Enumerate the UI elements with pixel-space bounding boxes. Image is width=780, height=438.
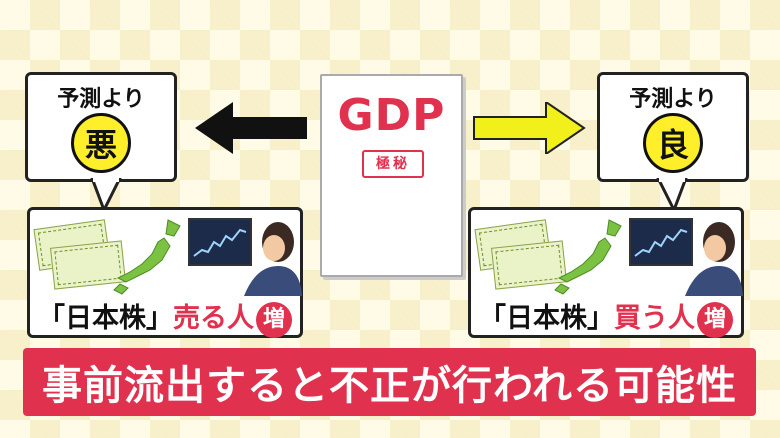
stock-monitor-icon (629, 218, 693, 266)
buy-caption-prefix: 「日本株」 (479, 303, 614, 334)
japan-map-icon (113, 219, 181, 295)
left-arrow-icon (195, 102, 307, 154)
forecast-better-box: 予測より 良 (597, 72, 749, 182)
document-title: GDP (337, 90, 446, 141)
forecast-better-heading: 予測より (629, 87, 717, 112)
right-speech-tail (656, 178, 688, 212)
worse-circle: 悪 (71, 113, 131, 173)
trader-person-icon (244, 222, 302, 296)
increase-badge: 増 (697, 301, 733, 338)
right-arrow-icon (473, 102, 586, 154)
banner-text: 事前流出すると不正が行われる可能性 (42, 363, 737, 409)
sell-caption-action: 売る人 (173, 303, 254, 334)
japan-map-icon (554, 219, 622, 295)
buy-caption: 「日本株」買う人増 (479, 296, 733, 338)
buy-scene-box: 「日本株」買う人増 (468, 207, 744, 338)
left-speech-tail (90, 178, 122, 212)
increase-badge: 増 (256, 301, 292, 338)
bottom-banner: 事前流出すると不正が行われる可能性 (23, 348, 756, 416)
forecast-worse-heading: 予測より (57, 87, 145, 112)
secret-stamp: 極秘 (362, 150, 424, 178)
sell-caption-prefix: 「日本株」 (38, 303, 173, 334)
trader-person-icon (685, 222, 743, 296)
forecast-worse-box: 予測より 悪 (25, 72, 177, 182)
gdp-secret-document: GDP 極秘 (320, 74, 463, 277)
sell-scene-box: 「日本株」売る人増 (27, 207, 303, 338)
better-circle: 良 (643, 113, 703, 173)
sell-caption: 「日本株」売る人増 (38, 296, 292, 338)
stock-monitor-icon (188, 218, 252, 266)
buy-caption-action: 買う人 (614, 303, 695, 334)
